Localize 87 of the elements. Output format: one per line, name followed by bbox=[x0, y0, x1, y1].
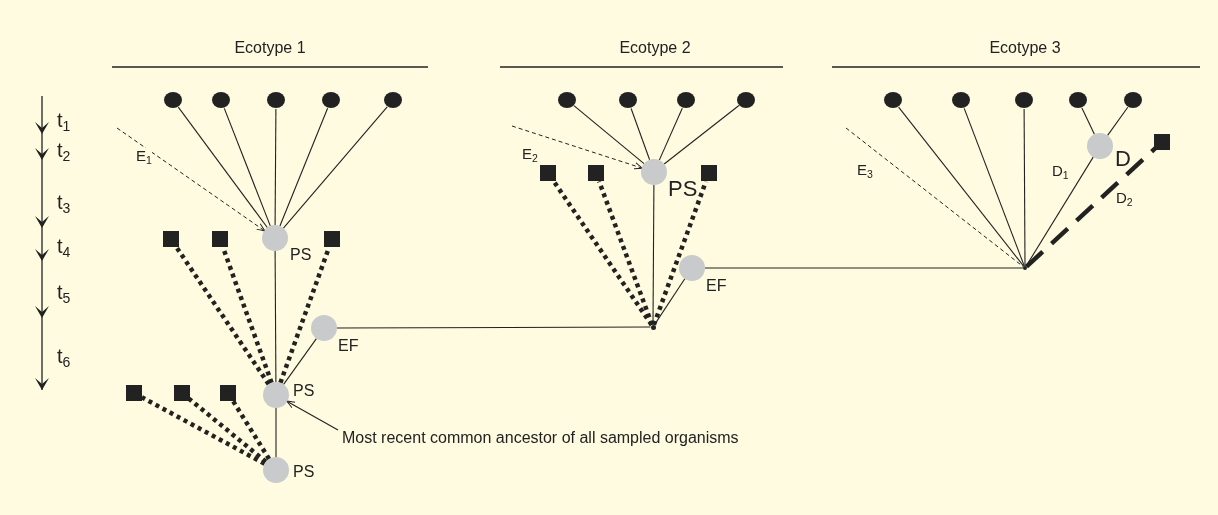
sampled-organism-dot bbox=[677, 92, 695, 108]
extinct-lineage-square bbox=[126, 385, 142, 401]
branch-line bbox=[223, 107, 271, 227]
event-marker bbox=[262, 225, 288, 251]
marker-label: EF bbox=[338, 338, 359, 354]
branch-line bbox=[653, 278, 686, 326]
extinct-lineage-square bbox=[220, 385, 236, 401]
branch-line bbox=[282, 106, 388, 229]
time-label: t$_{2}$ bbox=[57, 140, 71, 164]
event-marker bbox=[641, 159, 667, 185]
sampled-organism-dot bbox=[737, 92, 755, 108]
extinct-lineage-square bbox=[701, 165, 717, 181]
marker-label: PS bbox=[293, 383, 315, 399]
branch-line bbox=[663, 104, 740, 165]
annotation-text: Most recent common ancestor of all sampled organisms bbox=[342, 430, 739, 446]
sampled-organism-dot bbox=[1015, 92, 1033, 108]
dashed-line bbox=[651, 180, 708, 326]
branch-line bbox=[336, 326, 652, 329]
dashed-line bbox=[1024, 146, 1157, 269]
time-label: t$_{5}$ bbox=[57, 282, 71, 306]
marker-label: PS bbox=[668, 178, 698, 200]
branch-line bbox=[658, 107, 683, 161]
heading: Ecotype 1 bbox=[233, 40, 307, 56]
branch-line bbox=[177, 106, 268, 229]
time-label: t$_{3}$ bbox=[57, 192, 71, 216]
branch-line bbox=[573, 105, 645, 165]
arrow bbox=[116, 127, 266, 232]
extinct-lineage-square bbox=[174, 385, 190, 401]
branch-line bbox=[279, 107, 329, 227]
extinct-lineage-square bbox=[212, 231, 228, 247]
extinct-lineage-square bbox=[1154, 134, 1170, 150]
time-label: t$_{4}$ bbox=[57, 236, 71, 260]
edge-label: D$_{1}$ bbox=[1052, 163, 1069, 181]
dashed-line bbox=[551, 179, 654, 327]
dashed-line bbox=[140, 395, 266, 466]
heading: Ecotype 3 bbox=[988, 40, 1062, 56]
marker-label: D bbox=[1115, 148, 1131, 170]
sampled-organism-dot bbox=[267, 92, 285, 108]
branch-line bbox=[274, 250, 277, 383]
marker-label: PS bbox=[290, 247, 312, 263]
branch-line bbox=[1081, 107, 1095, 135]
edge-label: E$_{1}$ bbox=[136, 148, 152, 166]
dashed-line bbox=[845, 127, 1024, 268]
extinct-lineage-square bbox=[540, 165, 556, 181]
marker-label: EF bbox=[706, 278, 727, 294]
branch-line bbox=[1107, 106, 1129, 136]
dashed-line bbox=[174, 245, 271, 386]
branch-line bbox=[898, 106, 1025, 267]
extinct-lineage-square bbox=[324, 231, 340, 247]
branch-line bbox=[275, 407, 277, 458]
branch-line bbox=[630, 107, 651, 161]
sampled-organism-dot bbox=[952, 92, 970, 108]
branch-point bbox=[1023, 266, 1027, 270]
sampled-organism-dot bbox=[619, 92, 637, 108]
event-marker bbox=[679, 255, 705, 281]
branch-line bbox=[1023, 108, 1026, 267]
branch-line bbox=[274, 108, 277, 226]
sampled-organism-dot bbox=[558, 92, 576, 108]
heading: Ecotype 2 bbox=[618, 40, 692, 56]
edge-label: E$_{3}$ bbox=[857, 162, 873, 180]
extinct-lineage-square bbox=[163, 231, 179, 247]
marker-label: PS bbox=[293, 464, 315, 480]
branch-point bbox=[650, 324, 656, 330]
branch-line bbox=[963, 107, 1025, 267]
dashed-line bbox=[597, 180, 655, 326]
event-marker bbox=[263, 382, 289, 408]
time-label: t$_{1}$ bbox=[57, 110, 71, 134]
branch-line bbox=[704, 267, 1024, 269]
sampled-organism-dot bbox=[322, 92, 340, 108]
sampled-organism-dot bbox=[164, 92, 182, 108]
dashed-line bbox=[230, 399, 271, 461]
dashed-line bbox=[187, 396, 268, 464]
sampled-organism-dot bbox=[1124, 92, 1142, 108]
leader-arrow bbox=[286, 400, 339, 431]
sampled-organism-dot bbox=[884, 92, 902, 108]
arrow bbox=[511, 125, 643, 170]
sampled-organism-dot bbox=[1069, 92, 1087, 108]
branch-line bbox=[283, 338, 317, 385]
event-marker bbox=[311, 315, 337, 341]
time-label: t$_{6}$ bbox=[57, 346, 71, 370]
sampled-organism-dot bbox=[384, 92, 402, 108]
event-marker bbox=[263, 457, 289, 483]
extinct-lineage-square bbox=[588, 165, 604, 181]
event-marker bbox=[1087, 133, 1113, 159]
sampled-organism-dot bbox=[212, 92, 230, 108]
edge-label: D$_{2}$ bbox=[1116, 190, 1133, 208]
edge-label: E$_{2}$ bbox=[522, 146, 538, 164]
